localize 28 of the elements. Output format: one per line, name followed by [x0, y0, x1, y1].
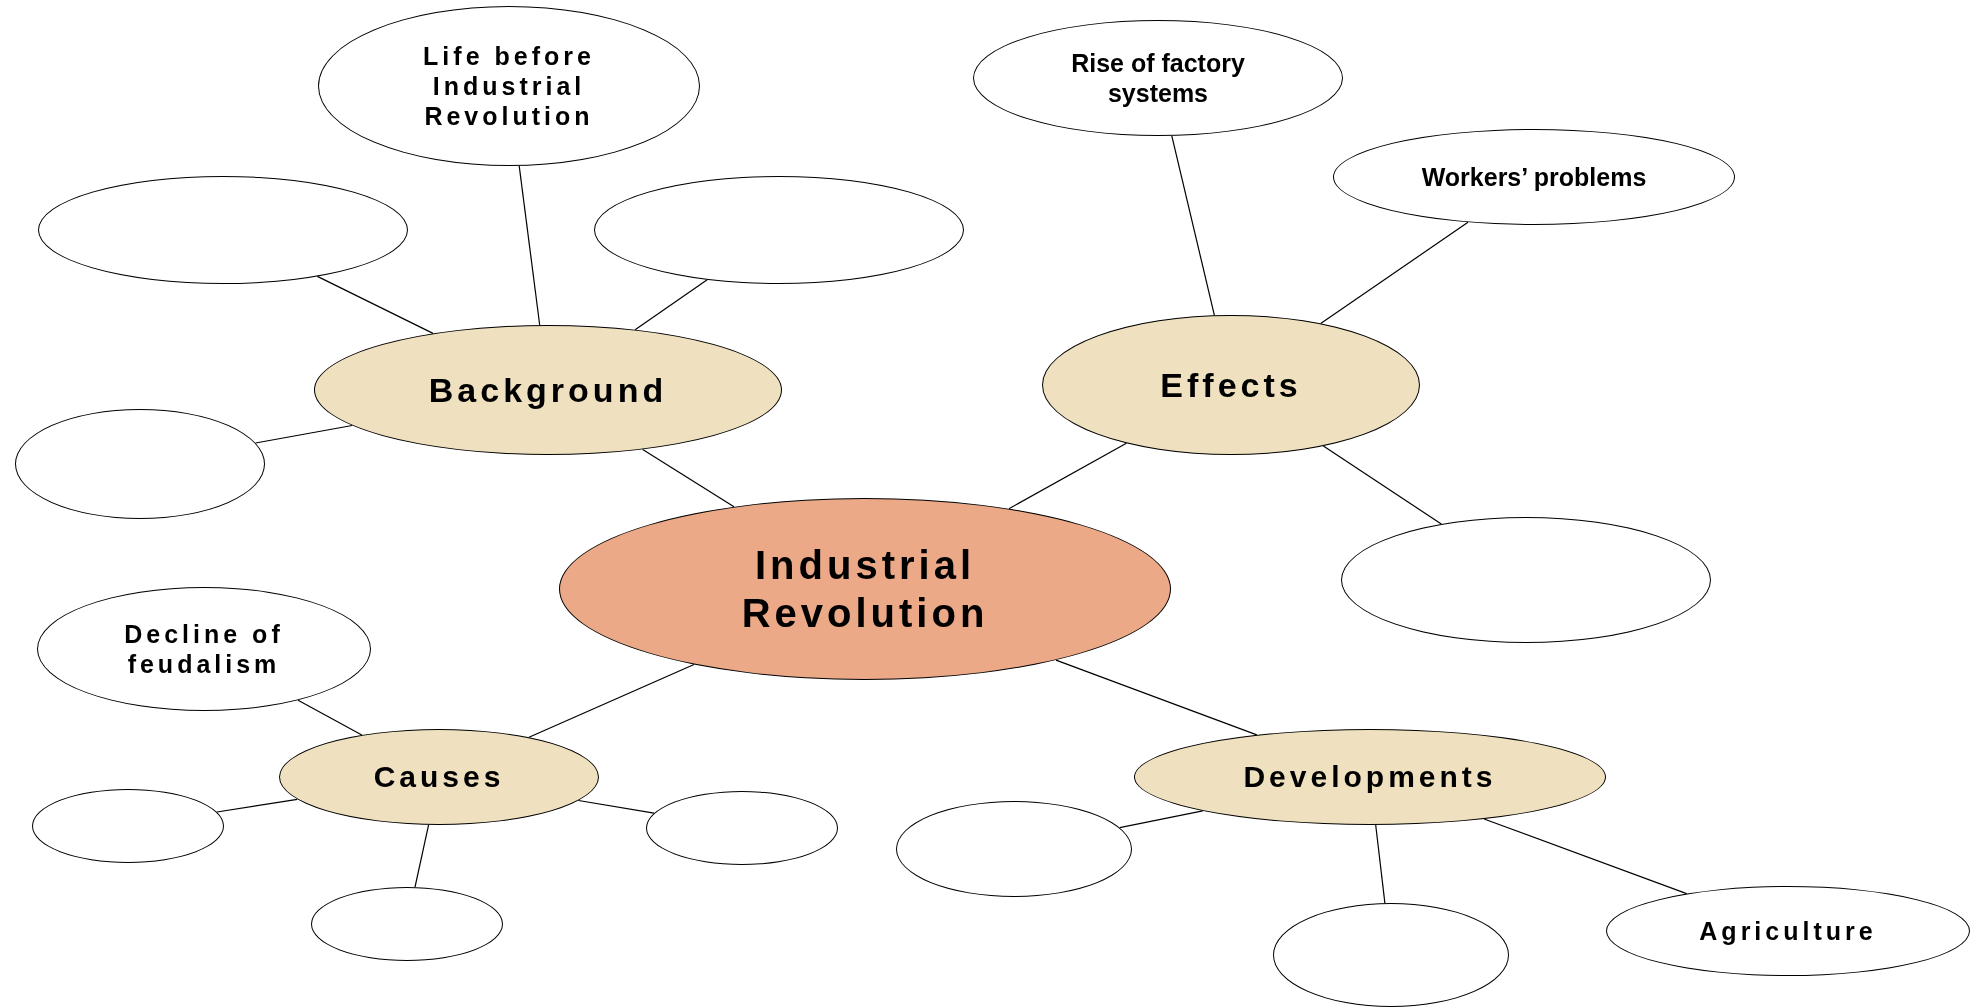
connector-line: [634, 279, 708, 331]
connector-line: [216, 798, 298, 813]
connector-line: [642, 448, 735, 508]
node-label: Workers’ problems: [1421, 162, 1647, 192]
connector-line: [1375, 824, 1386, 904]
connector-line: [528, 663, 695, 738]
node-label: Decline of feudalism: [123, 619, 285, 679]
node-label: Effects: [1160, 364, 1302, 406]
connector-line: [255, 424, 353, 444]
node-label: Background: [428, 369, 668, 411]
connector-line: [518, 165, 541, 326]
connector-line: [1171, 135, 1215, 316]
connector-line: [1055, 659, 1258, 736]
node-label: Causes: [373, 759, 505, 795]
node-label: Developments: [1243, 759, 1497, 795]
connector-line: [1322, 445, 1442, 525]
connector-line: [1119, 810, 1204, 829]
connector-line: [1320, 221, 1469, 324]
node-label: Life before Industrial Revolution: [422, 41, 596, 131]
connector-line: [577, 799, 655, 814]
connector-line: [1483, 818, 1688, 895]
node-label: Rise of factory systems: [1070, 48, 1246, 108]
node-label: Industrial Revolution: [740, 542, 990, 637]
connector-line: [297, 699, 363, 736]
node-label: Agriculture: [1699, 916, 1877, 946]
connector-line: [316, 275, 434, 334]
connector-line: [1008, 442, 1127, 510]
connector-line: [414, 824, 430, 888]
